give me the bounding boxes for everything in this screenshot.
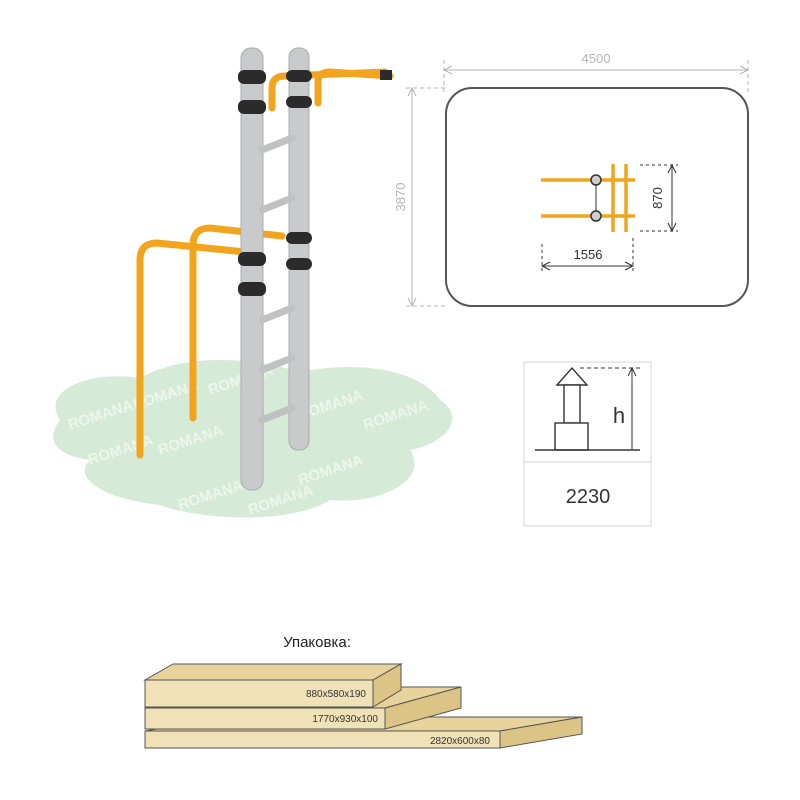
width-dimension (442, 60, 750, 92)
inner-width-label: 1556 (574, 247, 603, 262)
equipment-plan (541, 164, 635, 232)
inner-height-dimension (640, 163, 678, 233)
height-icon (535, 366, 640, 451)
width-label: 4500 (582, 51, 611, 66)
right-post (288, 47, 310, 451)
height-label: 3870 (393, 183, 408, 212)
height-dimension (406, 86, 446, 308)
ladder-rungs (258, 134, 296, 424)
equipment-illustration (136, 47, 394, 491)
package-box-1-label: 880x580x190 (306, 689, 366, 700)
parallel-bars (136, 224, 286, 459)
footprint-diagram: 4500 3870 870 (393, 51, 750, 308)
package-box-2-label: 1770x930x100 (312, 714, 378, 725)
left-post (240, 47, 264, 491)
bar-end-cap (380, 70, 392, 80)
package-box-1: 880x580x190 (143, 663, 403, 708)
height-box: h 2230 (523, 361, 652, 527)
clamps (238, 70, 312, 296)
inner-width-dimension (540, 238, 635, 272)
height-arrow (580, 366, 640, 450)
packaging-title: Упаковка: (283, 634, 351, 651)
inner-height-label: 870 (650, 187, 665, 209)
height-value: 2230 (566, 486, 611, 508)
pullup-bar (268, 68, 394, 112)
package-box-3-label: 2820x600x80 (430, 736, 490, 747)
height-symbol: h (613, 403, 625, 428)
packaging-section: Упаковка: 2820x600x80 1770x930x100 880x5… (143, 634, 583, 749)
